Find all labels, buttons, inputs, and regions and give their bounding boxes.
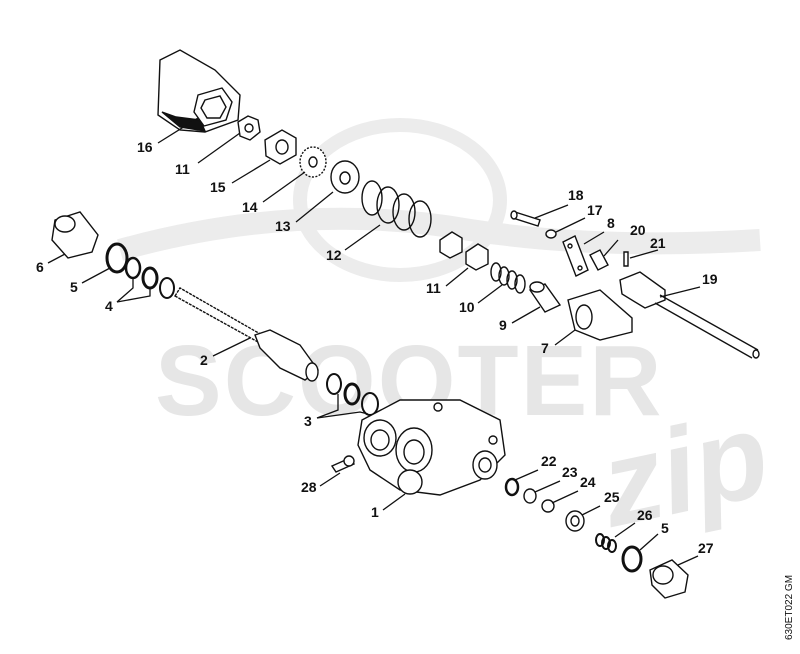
callout-5-right: 5 bbox=[661, 520, 669, 536]
part-20-pin bbox=[589, 249, 609, 271]
leader-lines bbox=[47, 117, 701, 566]
callout-21: 21 bbox=[650, 235, 666, 251]
part-11-nut-lower bbox=[439, 231, 489, 271]
callout-22: 22 bbox=[541, 453, 557, 469]
part-11-nut-upper bbox=[237, 115, 261, 141]
callout-18: 18 bbox=[568, 187, 584, 203]
part-16-handle bbox=[157, 49, 241, 133]
part-25-seat bbox=[565, 510, 585, 532]
part-22-ring bbox=[504, 477, 520, 497]
part-7-bracket bbox=[567, 289, 633, 341]
part-17-nut bbox=[545, 229, 557, 239]
callout-7: 7 bbox=[541, 340, 549, 356]
callout-3: 3 bbox=[304, 413, 312, 429]
callout-5-left: 5 bbox=[70, 279, 78, 295]
callout-14: 14 bbox=[242, 199, 258, 215]
callout-8: 8 bbox=[607, 215, 615, 231]
part-19-cable bbox=[619, 271, 760, 359]
part-1-valve-body bbox=[357, 399, 506, 496]
callout-24: 24 bbox=[580, 474, 596, 490]
part-14-lockwasher bbox=[299, 146, 327, 178]
part-10-spring bbox=[490, 262, 526, 294]
callout-11-lower: 11 bbox=[426, 280, 441, 296]
callout-16: 16 bbox=[137, 139, 153, 155]
part-18-screw bbox=[510, 210, 541, 227]
part-6-plug bbox=[51, 211, 99, 259]
callout-28: 28 bbox=[301, 479, 317, 495]
part-5-oring-left bbox=[105, 242, 129, 274]
part-27-plug bbox=[649, 559, 689, 599]
part-2-stem bbox=[174, 287, 319, 382]
callout-6: 6 bbox=[36, 259, 44, 275]
callout-13: 13 bbox=[275, 218, 291, 234]
callout-17: 17 bbox=[587, 202, 603, 218]
callout-2: 2 bbox=[200, 352, 208, 368]
callout-27: 27 bbox=[698, 540, 714, 556]
part-21-screw bbox=[623, 251, 629, 267]
callout-4: 4 bbox=[105, 298, 113, 314]
part-8-plate bbox=[562, 235, 589, 277]
callout-10: 10 bbox=[459, 299, 475, 315]
callout-19: 19 bbox=[702, 271, 718, 287]
part-12-spring bbox=[361, 180, 432, 238]
callout-9: 9 bbox=[499, 317, 507, 333]
drawing-code: 630ET022 GM bbox=[784, 575, 795, 640]
callout-23: 23 bbox=[562, 464, 578, 480]
part-24-ball bbox=[541, 499, 555, 513]
part-23-washer bbox=[523, 488, 537, 504]
part-9-sleeve bbox=[528, 281, 562, 313]
callouts: 16 11 15 14 13 12 11 10 9 7 18 17 8 20 2… bbox=[36, 139, 718, 556]
callout-11-upper: 11 bbox=[175, 161, 190, 177]
callout-1: 1 bbox=[371, 504, 379, 520]
callout-25: 25 bbox=[604, 489, 620, 505]
part-15-hexnut bbox=[264, 129, 297, 165]
callout-12: 12 bbox=[326, 247, 342, 263]
part-28-screw bbox=[330, 455, 356, 473]
callout-20: 20 bbox=[630, 222, 646, 238]
callout-26: 26 bbox=[637, 507, 653, 523]
part-13-washer bbox=[330, 160, 360, 194]
part-5-oring-right bbox=[621, 545, 643, 573]
callout-15: 15 bbox=[210, 179, 226, 195]
part-26-spring bbox=[595, 533, 617, 553]
